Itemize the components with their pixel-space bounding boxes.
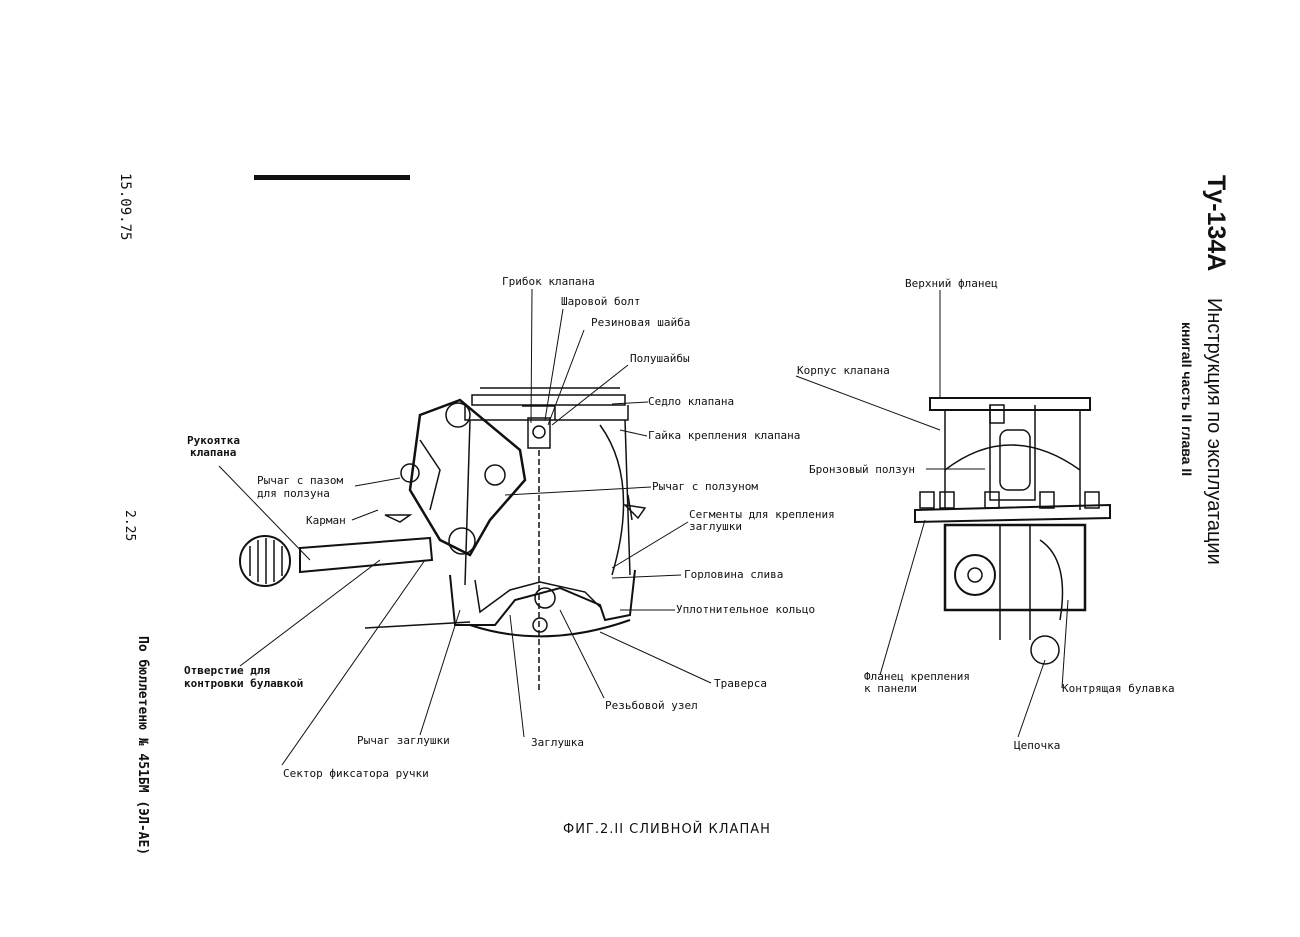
page-number: 2.25	[122, 510, 137, 541]
book-part-chapter-text: книгаII часть II глава II	[1179, 322, 1195, 477]
date-text: 15.09.75	[117, 173, 133, 241]
label-pocket: Карман	[306, 514, 346, 527]
label-lock-pin: Контрящая булавка	[1062, 682, 1175, 695]
label-mushroom: Грибок клапана	[502, 275, 595, 288]
label-handle-line1: Рукоятка	[187, 434, 240, 447]
label-hole-line1: Отверстие для	[184, 664, 271, 677]
manual-title-text: Инструкция по эксплуатации	[1203, 298, 1225, 565]
label-ball-bolt: Шаровой болт	[561, 295, 641, 308]
main-view	[239, 387, 647, 690]
label-valve-seat: Седло клапана	[648, 395, 735, 408]
label-bronze-slider: Бронзовый ползун	[809, 463, 915, 476]
date-stamp: 15.09.75	[117, 173, 133, 240]
header-rule	[254, 175, 410, 180]
figure-caption: ФИГ.2.II СЛИВНОЙ КЛАПАН	[563, 822, 771, 837]
label-traverse: Траверса	[714, 677, 767, 690]
label-handle-line2: клапана	[190, 446, 237, 459]
label-half-washers: Полушайбы	[630, 352, 690, 365]
front-view	[914, 397, 1111, 665]
label-valve-body: Корпус клапана	[797, 364, 890, 377]
label-segments-line2: заглушки	[689, 520, 742, 533]
label-segments-line1: Сегменты для крепления	[689, 508, 835, 521]
label-panel-flange-line1: Фланец крепления	[864, 670, 970, 683]
label-rubber-washer: Резиновая шайба	[591, 316, 691, 329]
label-drain-neck: Горловина слива	[684, 568, 784, 581]
book-part-chapter: книгаII часть II глава II	[1179, 322, 1195, 476]
aircraft-logo-text: Ту-134А	[1202, 175, 1230, 272]
label-valve-nut: Гайка крепления клапана	[648, 429, 801, 442]
label-hole-line2: контровки булавкой	[184, 677, 304, 690]
bulletin-note: По бюллетеню № 451БМ (ЭЛ-АЕ)	[135, 636, 150, 855]
aircraft-logo: Ту-134А	[1201, 175, 1230, 271]
label-plug: Заглушка	[531, 736, 584, 749]
page-number-text: 2.25	[122, 510, 137, 542]
leader-lines	[218, 288, 1069, 766]
manual-title: Инструкция по эксплуатации	[1202, 298, 1225, 565]
label-panel-flange-line2: к панели	[864, 682, 917, 695]
label-plug-lever: Рычаг заглушки	[357, 734, 450, 747]
label-upper-flange: Верхний фланец	[905, 277, 998, 290]
label-slider-lever: Рычаг с ползуном	[652, 480, 758, 493]
bulletin-text: По бюллетеню № 451БМ (ЭЛ-АЕ)	[135, 636, 150, 856]
label-sector: Сектор фиксатора ручки	[283, 767, 429, 780]
label-slot-lever-line2: для ползуна	[257, 487, 330, 500]
label-chain: Цепочка	[1014, 739, 1061, 752]
label-seal-ring: Уплотнительное кольцо	[676, 603, 816, 616]
label-slot-lever-line1: Рычаг с пазом	[257, 474, 344, 487]
label-threaded-unit: Резьбовой узел	[605, 699, 698, 712]
